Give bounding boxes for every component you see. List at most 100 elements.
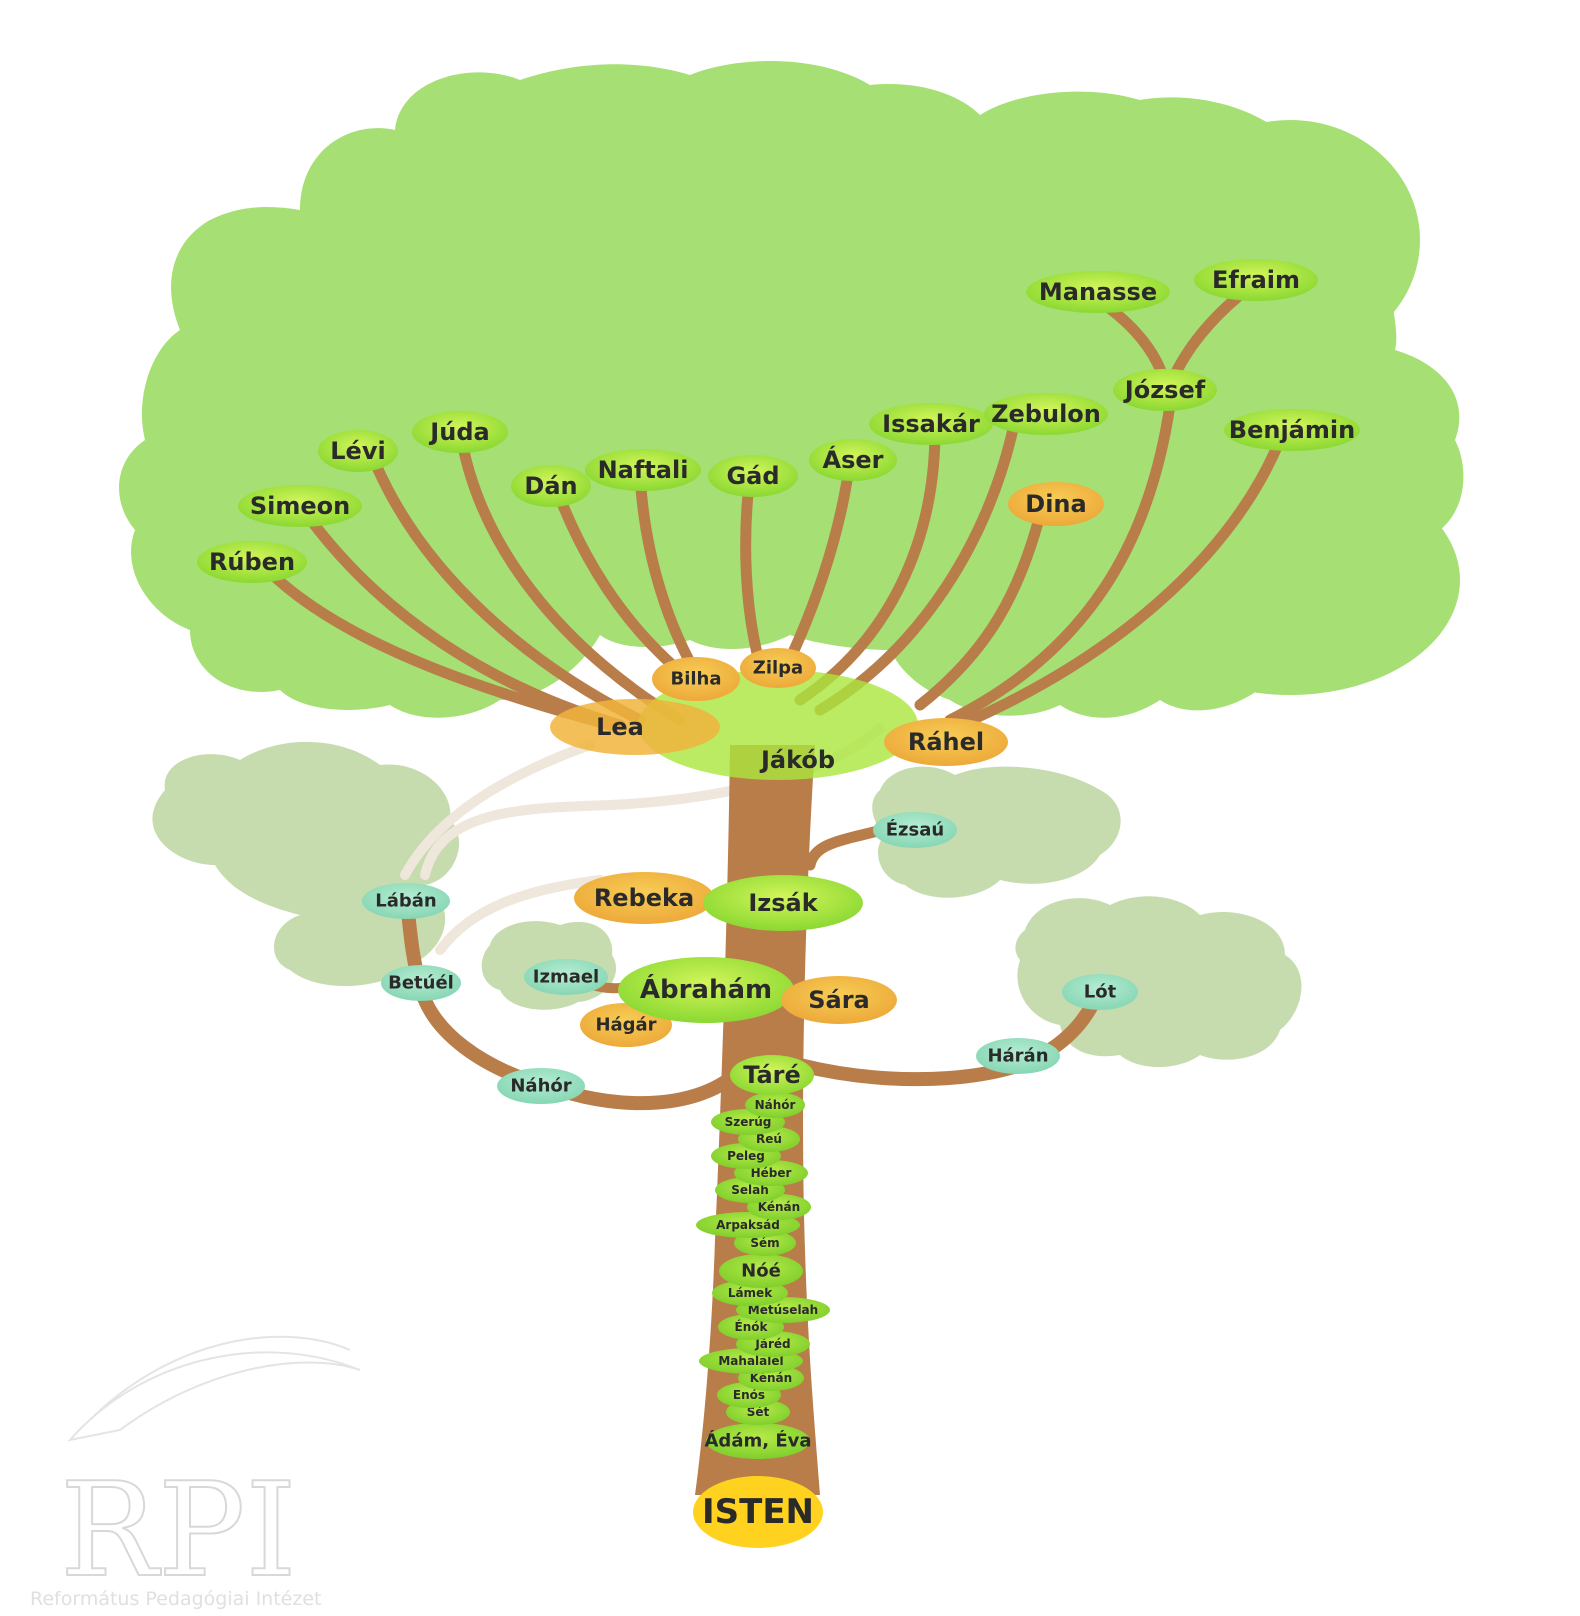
trunk-node-0: Ádám, Éva	[705, 1423, 812, 1459]
trunk-node-6-label: Énók	[735, 1319, 769, 1334]
node-rahel: Ráhel	[884, 718, 1008, 766]
node-issakar: Issakár	[869, 403, 993, 445]
trunk-node-14-label: Héber	[751, 1166, 792, 1180]
node-izmael: Izmael	[524, 959, 608, 995]
node-aser-shape	[809, 439, 897, 481]
node-jozsef: József	[1113, 369, 1217, 411]
node-abraham: Ábrahám	[618, 957, 794, 1023]
node-benjamin-shape	[1224, 409, 1360, 451]
node-rebeka-label: Rebeka	[594, 884, 694, 912]
trunk-node-3-label: Kénán	[750, 1371, 792, 1385]
node-levi: Lévi	[318, 430, 398, 472]
node-izsak-shape	[703, 875, 863, 931]
node-gad-shape	[708, 455, 798, 497]
node-hagar-label: Hágár	[595, 1015, 656, 1036]
trunk-node-18: Náhór	[745, 1092, 805, 1118]
trunk-node-15-label: Peleg	[727, 1149, 765, 1163]
node-ruben-shape	[197, 541, 307, 583]
node-haran-label: Hárán	[987, 1046, 1048, 1067]
node-lot: Lót	[1062, 974, 1138, 1010]
node-dina-label: Dina	[1025, 490, 1086, 518]
node-simeon-label: Simeon	[250, 492, 350, 520]
trunk-node-4-label: Mahalalél	[718, 1354, 783, 1368]
node-laban-label: Lábán	[375, 891, 436, 912]
trunk-node-8-label: Lámek	[728, 1286, 773, 1300]
node-juda-label: Júda	[428, 418, 489, 446]
branches	[252, 289, 1286, 1111]
node-simeon: Simeon	[238, 485, 362, 527]
node-tare: Táré	[730, 1055, 814, 1095]
trunk-node-18-label: Náhór	[755, 1098, 796, 1112]
node-sara-shape	[781, 976, 897, 1024]
trunk-node-16-label: Reú	[756, 1132, 782, 1146]
node-rahel-shape	[884, 718, 1008, 766]
node-ezsau: Ézsaú	[873, 812, 957, 848]
node-jozsef-shape	[1113, 369, 1217, 411]
main-canopy	[118, 61, 1464, 718]
node-dan-label: Dán	[524, 472, 577, 500]
trunk-node-9-shape	[719, 1254, 803, 1288]
node-ezsau-label: Ézsaú	[886, 819, 944, 841]
node-lea: Lea	[550, 699, 720, 755]
trunk-node-0-label: Ádám, Éva	[705, 1430, 812, 1452]
node-izsak: Izsák	[703, 875, 863, 931]
node-efraim-label: Efraim	[1212, 266, 1300, 294]
node-rebeka-shape	[574, 872, 714, 924]
node-zilpa-shape	[740, 648, 816, 688]
trunk-node-7-label: Metúselah	[748, 1303, 818, 1317]
node-dan: Dán	[511, 465, 591, 507]
node-betuel-label: Betúél	[388, 973, 454, 994]
trunk-node-0-shape	[706, 1423, 810, 1459]
trunk-node-18-shape	[745, 1092, 805, 1118]
node-zilpa: Zilpa	[740, 648, 816, 688]
trunk-node-12-label: Kénán	[758, 1200, 800, 1214]
node-rahel-label: Ráhel	[908, 728, 984, 756]
node-lea-label: Lea	[596, 713, 644, 741]
node-benjamin: Benjámin	[1224, 409, 1360, 451]
trunk-node-9-label: Nóé	[741, 1261, 781, 1282]
lower-canopies	[152, 741, 1302, 1068]
trunk-node-1-label: Sét	[747, 1405, 770, 1419]
node-izmael-label: Izmael	[533, 967, 599, 988]
node-bilha-label: Bilha	[670, 669, 721, 690]
node-ruben-label: Rúben	[209, 548, 295, 576]
node-abraham-label: Ábrahám	[640, 973, 772, 1005]
node-rebeka: Rebeka	[574, 872, 714, 924]
node-tare-shape	[730, 1055, 814, 1095]
node-juda-shape	[412, 411, 508, 453]
node-tare-label: Táré	[743, 1061, 801, 1089]
trunk-node-17-label: Szerúg	[725, 1115, 772, 1129]
node-naftali-label: Naftali	[598, 456, 689, 484]
node-ezsau-shape	[873, 812, 957, 848]
node-gad: Gád	[708, 455, 798, 497]
node-levi-shape	[318, 430, 398, 472]
node-jozsef-label: József	[1123, 376, 1206, 404]
node-naftali-shape	[585, 449, 701, 491]
node-gad-label: Gád	[726, 462, 779, 490]
node-dina-shape	[1008, 482, 1104, 526]
node-issakar-shape	[869, 403, 993, 445]
node-bilha-shape	[652, 657, 740, 701]
trunk-node-2-label: Enós	[733, 1388, 765, 1402]
node-jakob-label: Jákób	[759, 746, 835, 774]
node-manasse: Manasse	[1026, 271, 1170, 313]
node-izsak-label: Izsák	[748, 889, 818, 917]
trunk-node-9: Nóé	[719, 1254, 803, 1288]
node-levi-label: Lévi	[330, 437, 385, 465]
node-haran: Hárán	[976, 1038, 1060, 1074]
node-isten-label: ISTEN	[702, 1492, 814, 1532]
node-lot-shape	[1062, 974, 1138, 1010]
node-aser: Áser	[809, 439, 897, 481]
node-juda: Júda	[412, 411, 508, 453]
node-sara-label: Sára	[808, 986, 870, 1014]
node-zebulon-label: Zebulon	[991, 400, 1101, 428]
rpi-caption: Református Pedagógiai Intézet	[30, 1588, 321, 1610]
trunk-node-10-label: Sém	[750, 1236, 779, 1250]
node-betuel: Betúél	[381, 965, 461, 1001]
node-lea-shape	[550, 699, 720, 755]
node-betuel-shape	[381, 965, 461, 1001]
node-aser-label: Áser	[823, 445, 884, 474]
node-ruben: Rúben	[197, 541, 307, 583]
node-issakar-label: Issakár	[882, 410, 980, 438]
rpi-logo-text: RPI	[60, 1454, 297, 1606]
